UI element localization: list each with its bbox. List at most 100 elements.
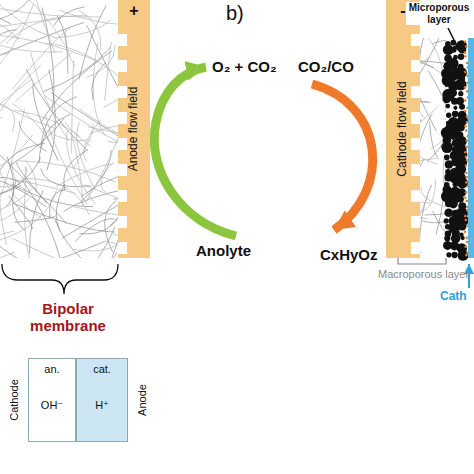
particle [449, 199, 458, 208]
flow-channel [118, 242, 127, 254]
flow-channel [118, 34, 127, 46]
flow-channel [118, 138, 127, 150]
fibre [9, 118, 64, 166]
fibre [0, 230, 49, 258]
flow-channel [411, 138, 420, 150]
flow-channel [411, 112, 420, 124]
catalyst-dot [465, 254, 468, 257]
catalyst-dot [465, 156, 468, 159]
flow-channel [411, 164, 420, 176]
fibre [0, 53, 10, 74]
particle [450, 89, 457, 96]
fibre [425, 182, 446, 215]
fibre [55, 220, 118, 258]
fibre [70, 227, 114, 258]
fibre [42, 128, 89, 140]
fibre [421, 187, 446, 209]
product-label: CxHyOz [320, 246, 378, 263]
fibre [420, 252, 446, 258]
particle [458, 222, 467, 231]
catalyst-dot [465, 164, 468, 167]
fibre [72, 136, 82, 206]
fibre [0, 179, 46, 207]
fibre [73, 227, 118, 251]
fibre [108, 190, 118, 258]
catalyst-dot [466, 176, 469, 179]
fibre [12, 238, 62, 258]
particle [451, 252, 457, 258]
gas-diffusion-layer [0, 0, 118, 258]
fibre [79, 6, 106, 80]
flow-channel [411, 216, 420, 228]
fibre [0, 190, 57, 241]
ion-label: H⁺ [95, 399, 109, 412]
flow-channel [411, 190, 420, 202]
fibre [0, 153, 67, 223]
particle [444, 218, 449, 223]
catalyst-dot [465, 129, 468, 132]
microporous-particles [441, 40, 469, 261]
fibre [420, 38, 445, 73]
flow-field-plate: -Cathode flow field [386, 0, 420, 258]
fibre [50, 189, 66, 218]
fibre [432, 211, 446, 258]
brace [2, 264, 118, 294]
fibre [430, 122, 439, 159]
flow-channel [411, 86, 420, 98]
fibre [432, 40, 446, 59]
fibre [0, 252, 15, 258]
fibre [0, 25, 21, 77]
fibre [74, 207, 118, 218]
part-label: Macroporous layer [378, 268, 469, 281]
fibre [92, 62, 106, 100]
fibre [65, 122, 91, 146]
particle [453, 106, 457, 110]
catalyst-dot [465, 139, 468, 142]
fibre [0, 92, 55, 128]
fibre [24, 179, 90, 216]
polarity-sign: + [129, 2, 138, 20]
flow-channel [411, 34, 420, 46]
fibre [0, 231, 15, 258]
fibre [420, 38, 443, 106]
fibre [420, 106, 437, 151]
particle [451, 75, 456, 80]
fibre [86, 124, 118, 202]
leader-arrow [448, 28, 460, 52]
fibre [90, 125, 118, 133]
fibre [0, 177, 21, 189]
catalyst-dot [464, 215, 467, 218]
fibre [45, 43, 118, 76]
fibre [105, 42, 112, 100]
fibre [0, 138, 41, 218]
part-label: Cath [440, 290, 467, 304]
fibre [24, 167, 33, 258]
particle [446, 113, 451, 118]
fibre [420, 44, 421, 123]
fibre [0, 102, 15, 132]
catalyst-dot [464, 71, 467, 74]
flow-channel [118, 60, 127, 72]
catalyst-dot [464, 151, 467, 154]
fibre [9, 196, 33, 229]
feed-label: Anolyte [196, 242, 251, 259]
fibre [0, 0, 38, 22]
particle [458, 91, 463, 96]
particle [444, 155, 450, 161]
fibre [13, 26, 72, 89]
particle [458, 250, 469, 261]
catalyst-dot [464, 41, 467, 44]
catalyst-dot [466, 200, 469, 203]
layer-label: cat. [93, 363, 111, 376]
catalyst-dot [464, 86, 467, 89]
fibre [0, 34, 96, 60]
layer-label: an. [44, 363, 59, 376]
plate-label: Anode flow field [127, 87, 141, 172]
catalyst-dot [464, 245, 467, 248]
fibre [77, 253, 116, 258]
gas-diffusion-layer [420, 38, 446, 258]
panel-label: b) [226, 2, 244, 25]
flow-channel [411, 242, 420, 254]
polarity-sign: - [400, 2, 405, 20]
